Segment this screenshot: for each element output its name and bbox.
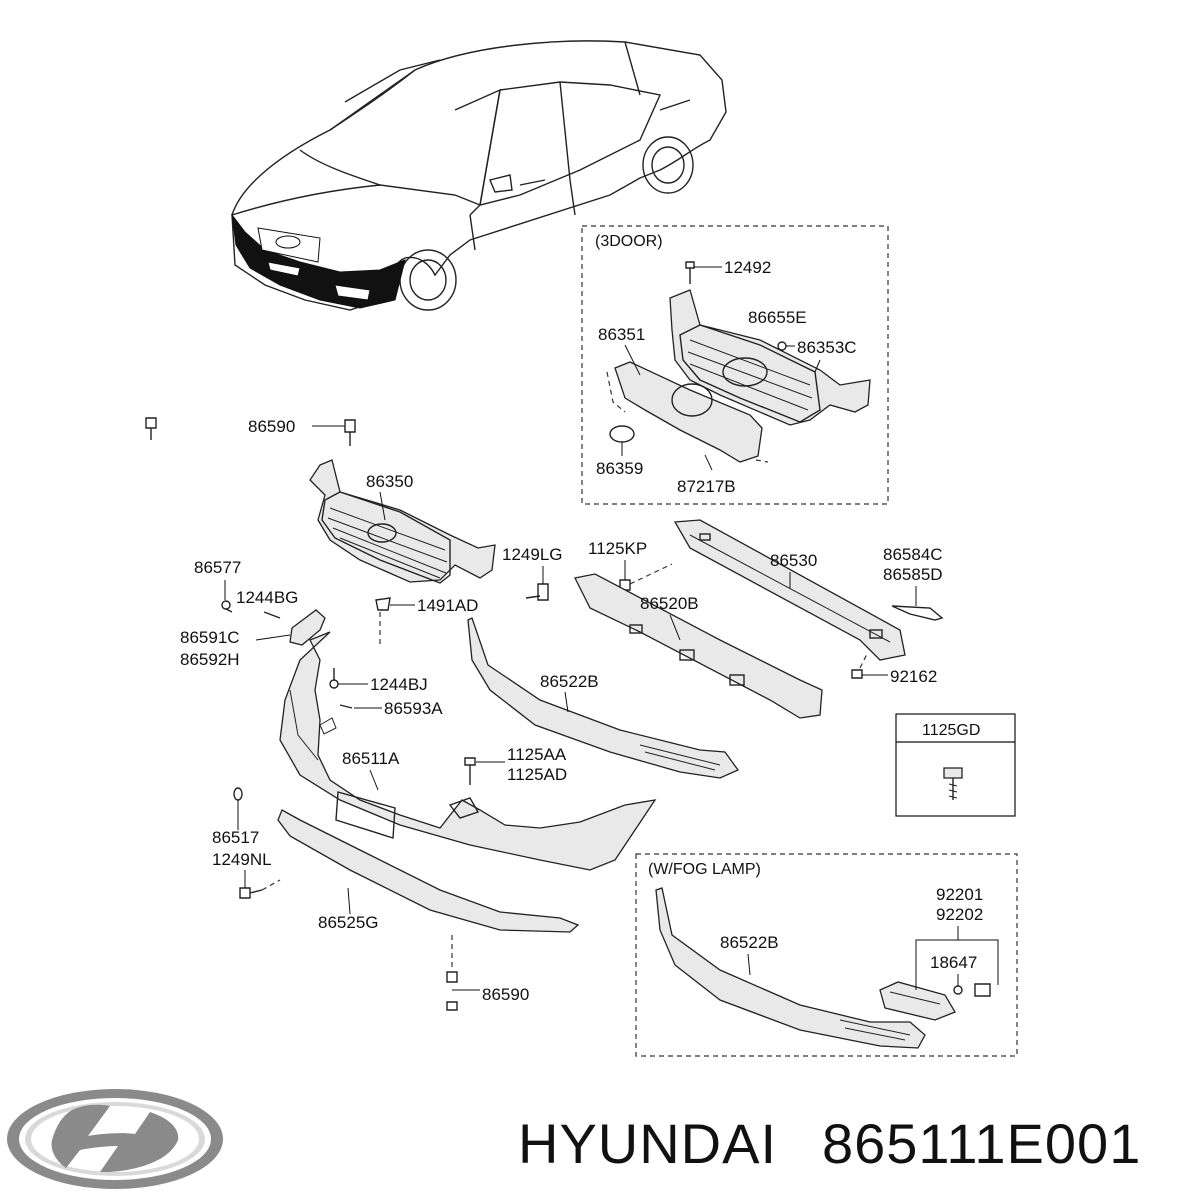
box-1125gd-title: 1125GD xyxy=(922,722,980,739)
label-92202: 92202 xyxy=(936,905,983,924)
label-12492: 12492 xyxy=(724,258,771,277)
bracket-86584c-icon xyxy=(891,605,944,621)
screw-1244bj-icon xyxy=(329,668,339,689)
screw-12492-icon xyxy=(685,261,695,284)
caption-part-number: 865111E001 xyxy=(822,1112,1141,1175)
label-1491ad: 1491AD xyxy=(417,596,478,615)
label-1244bg: 1244BG xyxy=(236,588,298,607)
label-1244bj: 1244BJ xyxy=(370,675,428,694)
socket-icon xyxy=(974,983,991,997)
label-86584c: 86584C xyxy=(883,545,943,564)
bolt-1125gd-icon xyxy=(943,767,963,800)
bumper-cover-86511a-icon xyxy=(279,631,657,871)
bracket-87217b-icon xyxy=(704,454,713,471)
label-fog-86522b: 86522B xyxy=(720,933,779,952)
screw-1125aa-icon xyxy=(464,757,476,785)
grille-86353c-icon xyxy=(669,289,871,426)
label-86590-bottom: 86590 xyxy=(482,985,529,1004)
lower-grille-fog-86522b-icon xyxy=(655,887,926,1049)
label-86585d: 86585D xyxy=(883,565,943,584)
label-92201: 92201 xyxy=(936,885,983,904)
car-illustration xyxy=(231,40,727,311)
label-1249nl: 1249NL xyxy=(212,850,272,869)
hyundai-logo-icon xyxy=(7,1089,223,1189)
molding-86351-icon xyxy=(614,361,763,463)
label-86350: 86350 xyxy=(366,472,413,491)
label-86522b: 86522B xyxy=(540,672,599,691)
label-86517: 86517 xyxy=(212,828,259,847)
label-86591c: 86591C xyxy=(180,628,240,647)
bracket-86591c-icon xyxy=(289,609,326,646)
fog-lamp-box: (W/FOG LAMP) 86522B 92201 92202 18647 xyxy=(635,853,1018,1057)
bolt-1249lg-icon xyxy=(525,583,549,601)
lip-86525g-icon xyxy=(277,809,580,933)
label-86353c: 86353C xyxy=(797,338,857,357)
fog-lamp-title: (W/FOG LAMP) xyxy=(648,861,761,878)
fog-lamp-92201-icon xyxy=(879,981,956,1021)
label-86592h: 86592H xyxy=(180,650,240,669)
label-86593a: 86593A xyxy=(384,699,443,718)
clip-86590-top-icon xyxy=(145,417,157,440)
absorber-86520b-icon xyxy=(574,573,823,719)
label-86525g: 86525G xyxy=(318,913,379,932)
label-1125kp: 1125KP xyxy=(588,539,647,558)
screw-1249nl-icon xyxy=(239,887,263,899)
screw-92162-icon xyxy=(851,669,863,679)
emblem-86359-icon xyxy=(609,425,635,443)
label-87217b: 87217B xyxy=(677,477,736,496)
label-86655e: 86655E xyxy=(748,308,807,327)
lower-grille-86522b-icon xyxy=(467,617,739,779)
label-86577: 86577 xyxy=(194,558,241,577)
main-parts: 86590 86350 1249LG 1125KP xyxy=(145,417,944,1011)
grille-86350-icon xyxy=(309,459,496,584)
label-86530: 86530 xyxy=(770,551,817,570)
label-86520b: 86520B xyxy=(640,594,699,613)
label-92162: 92162 xyxy=(890,667,937,686)
label-1249lg: 1249LG xyxy=(502,545,563,564)
clip-86590-bottom-icon xyxy=(446,971,458,1011)
cap-86517-icon xyxy=(233,787,243,801)
three-door-box: (3DOOR) 12492 86655E 86353C 86351 xyxy=(581,225,889,505)
screw-1244bg-icon xyxy=(263,611,281,619)
bulb-18647-icon xyxy=(953,985,963,995)
clip-1491ad-icon xyxy=(375,597,391,611)
box-1125gd: 1125GD xyxy=(895,713,1016,817)
clip-86655e-icon xyxy=(777,341,787,351)
label-86359: 86359 xyxy=(596,459,643,478)
label-86351: 86351 xyxy=(598,325,645,344)
beam-86530-icon xyxy=(673,519,906,661)
caption-brand: HYUNDAI xyxy=(518,1112,777,1175)
clip-86577-icon xyxy=(221,600,233,613)
label-1125aa: 1125AA xyxy=(507,745,567,764)
label-86590-top: 86590 xyxy=(248,417,295,436)
clip-86593a-icon xyxy=(339,704,353,709)
label-1125ad: 1125AD xyxy=(507,765,567,784)
label-86511a: 86511A xyxy=(342,749,400,768)
three-door-title: (3DOOR) xyxy=(595,233,663,250)
label-18647: 18647 xyxy=(930,953,977,972)
